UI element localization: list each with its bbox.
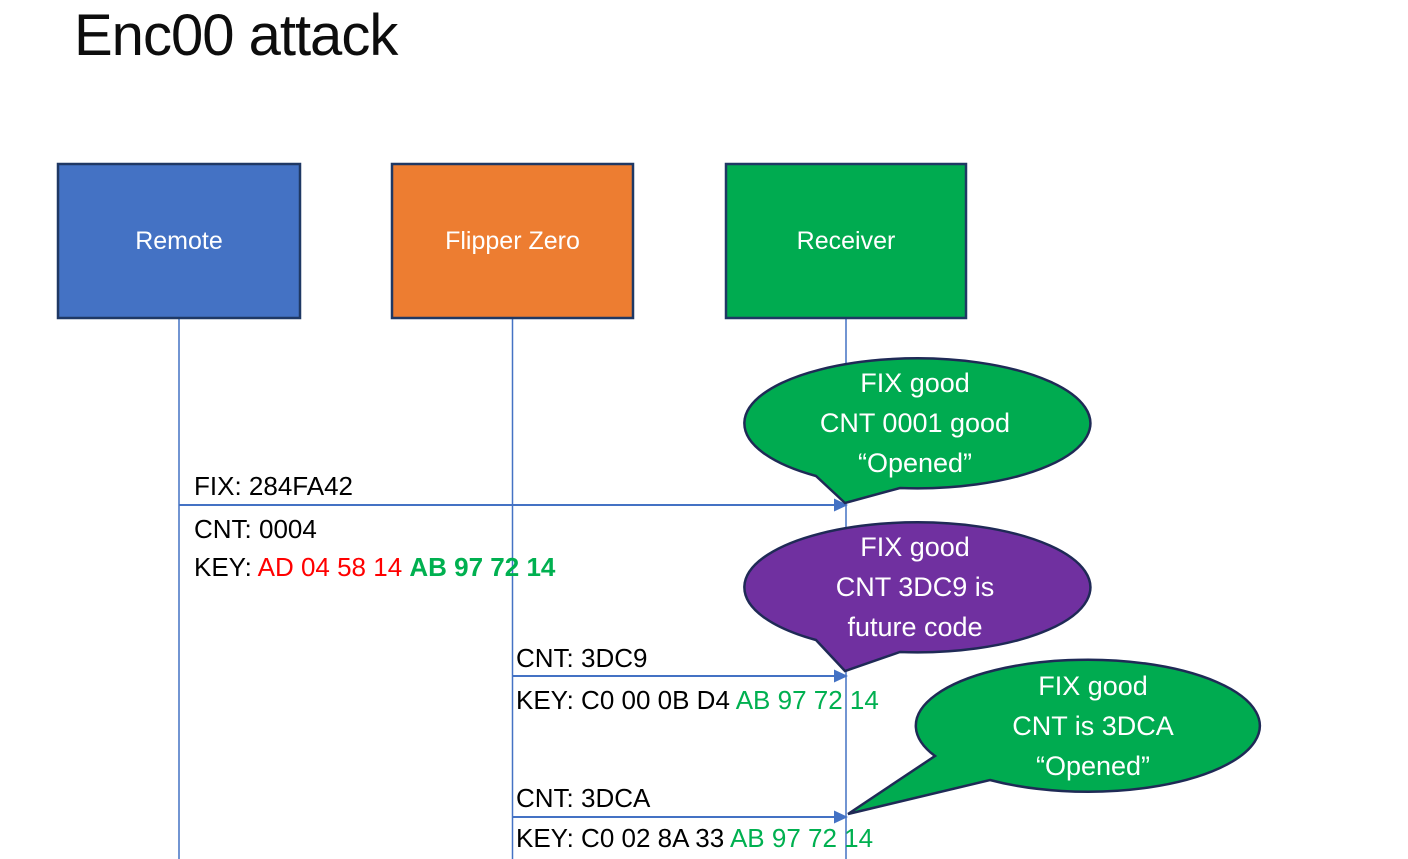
message3-arrowhead-icon xyxy=(834,810,848,824)
message1-key-red-bytes: AD 04 58 14 xyxy=(257,552,410,582)
message1-arrowhead-icon xyxy=(834,498,848,512)
callout2-line2: CNT 3DC9 is xyxy=(835,572,995,602)
message3-cnt-label: CNT: 3DCA xyxy=(516,783,651,813)
message3-key-green-bytes: AB 97 72 14 xyxy=(729,823,874,853)
remote-actor-box xyxy=(56,162,302,320)
message3-key-prefix: KEY: xyxy=(516,823,582,853)
callout3-line2: CNT is 3DCA xyxy=(1012,711,1174,741)
message1-key-label: KEY: AD 04 58 14 AB 97 72 14 xyxy=(194,551,555,583)
callout2-line3: future code xyxy=(847,612,983,642)
message2-arrowhead-icon xyxy=(834,669,848,683)
callout3-speech-bubble xyxy=(847,658,1262,816)
callout1-line2: CNT 0001 good xyxy=(819,408,1011,438)
callout3-line1: FIX good xyxy=(1038,671,1148,701)
slide-title: Enc00 attack xyxy=(74,3,398,68)
message2-key-label: KEY: C0 00 0B D4 AB 97 72 14 xyxy=(516,684,879,716)
flipper-zero-actor-label: Flipper Zero xyxy=(445,226,580,255)
callout1-line3: “Opened” xyxy=(857,448,973,478)
receiver-actor-label: Receiver xyxy=(796,226,896,255)
message2-key-prefix: KEY: xyxy=(516,685,582,715)
callout2-line1: FIX good xyxy=(860,532,970,562)
callout3-text: FIX good CNT is 3DCA “Opened” xyxy=(922,666,1264,786)
message3-key-label: KEY: C0 02 8A 33 AB 97 72 14 xyxy=(516,822,873,854)
callout2-speech-bubble xyxy=(743,521,1092,673)
callout1-text: FIX good CNT 0001 good “Opened” xyxy=(742,363,1088,483)
callout2-text: FIX good CNT 3DC9 is future code xyxy=(742,527,1088,647)
message2-cnt-label: CNT: 3DC9 xyxy=(516,643,648,673)
receiver-actor-box xyxy=(724,162,968,320)
callout1-speech-bubble xyxy=(743,357,1092,505)
message3-key-black-bytes: C0 02 8A 33 xyxy=(581,823,730,853)
message1-key-green-bytes: AB 97 72 14 xyxy=(409,552,556,582)
callout3-line3: “Opened” xyxy=(1035,751,1151,781)
message2-key-black-bytes: C0 00 0B D4 xyxy=(581,685,736,715)
message1-key-prefix: KEY: xyxy=(194,552,258,582)
message1-fix-label: FIX: 284FA42 xyxy=(194,471,353,501)
remote-actor-label: Remote xyxy=(135,226,223,255)
message1-cnt-label: CNT: 0004 xyxy=(194,514,317,544)
callout1-line1: FIX good xyxy=(860,368,970,398)
message2-key-green-bytes: AB 97 72 14 xyxy=(735,685,879,715)
flipper-zero-actor-box xyxy=(390,162,635,320)
